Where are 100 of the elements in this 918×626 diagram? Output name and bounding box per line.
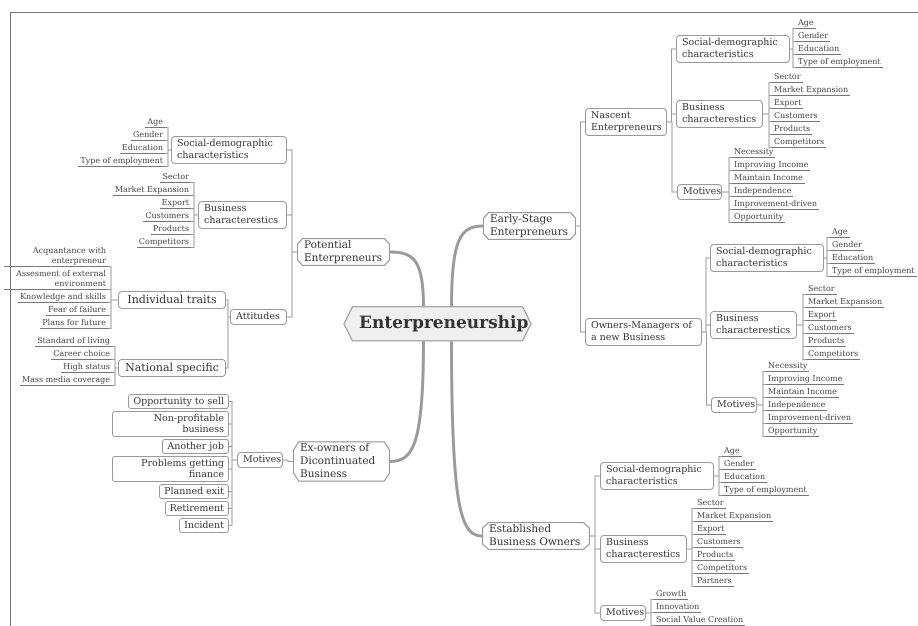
- subtopic-label: Market Expansion: [695, 511, 774, 522]
- subtopic-label: Export: [695, 524, 726, 535]
- subtopic-label: Sector: [772, 72, 803, 83]
- main-topic-box: Ex-owners of Dicontinuated Business: [293, 441, 390, 482]
- branch-curve: [390, 341, 425, 463]
- subtopic-label: Type of employment: [78, 156, 165, 167]
- subtopic-label: Export: [772, 98, 804, 109]
- subtopic-box: Problems getting finance: [112, 456, 229, 482]
- subtopic-label: High status: [61, 362, 112, 373]
- connector-line: [282, 460, 294, 462]
- topic-box: Social-demographic characteristics: [710, 244, 824, 272]
- subtopic-box: Planned exit: [159, 484, 229, 499]
- main-topic-box: Established Business Owners: [482, 522, 590, 550]
- connector-line: [576, 226, 586, 332]
- subtopic-label: Mass media coverage: [20, 375, 112, 386]
- subtopic-label: Market Expansion: [772, 85, 850, 96]
- subtopic-label: Products: [806, 336, 846, 347]
- subtopic-label: Maintain Income: [732, 173, 805, 184]
- connector-line: [824, 258, 830, 277]
- main-topic-box: Early-Stage Enterpreneurs: [483, 212, 576, 240]
- subtopic-label: Improving Income: [766, 374, 844, 385]
- connector-line: [590, 536, 600, 614]
- subtopic-label: Type of employment: [722, 485, 809, 496]
- topic-box: Business characterestics: [676, 100, 763, 128]
- subtopic-label: Competitors: [136, 237, 191, 248]
- subtopic-label: Partners: [695, 576, 734, 587]
- connector-line: [164, 140, 172, 150]
- connector-line: [226, 316, 230, 368]
- subtopic-label: Independence: [732, 186, 794, 197]
- topic-box: Motives: [677, 184, 722, 200]
- connector-line: [722, 192, 732, 223]
- topic-box: Attitudes: [230, 309, 287, 325]
- subtopic-label: Necessity: [732, 147, 776, 158]
- subtopic-label: Plans for future: [40, 318, 108, 329]
- subtopic-label: Gender: [131, 130, 165, 141]
- subtopic-box: Retirement: [164, 501, 229, 516]
- connector-line: [824, 250, 830, 258]
- subtopic-label: Customers: [695, 537, 743, 548]
- topic-box: Social-demographic characteristics: [600, 462, 714, 490]
- subtopic-label: Products: [150, 224, 191, 235]
- subtopic-label: Market Expansion: [806, 297, 884, 308]
- subtopic-label: Education: [796, 44, 842, 55]
- central-topic-box: Enterpreneurship: [343, 306, 532, 342]
- topic-box: Motives: [237, 452, 283, 468]
- connector-line: [756, 404, 766, 437]
- subtopic-box: Incident: [179, 518, 229, 533]
- connector-line: [714, 476, 722, 496]
- connector-line: [790, 41, 796, 50]
- subtopic-box: Opportunity to sell: [128, 394, 229, 409]
- subtopic-label: Career choice: [51, 349, 112, 360]
- topic-box: Individual traits: [118, 291, 226, 309]
- subtopic-label: Customers: [143, 211, 191, 222]
- connector-line: [112, 359, 118, 368]
- subtopic-label: Sector: [160, 172, 191, 183]
- topic-box: National specific: [118, 359, 226, 377]
- subtopic-label: Education: [120, 143, 165, 154]
- topic-box: Owners-Managers of a new Business: [585, 318, 702, 346]
- subtopic-label: Age: [830, 227, 850, 238]
- subtopic-label: Export: [806, 310, 838, 321]
- subtopic-label: Education: [830, 253, 876, 264]
- subtopic-label: Gender: [796, 31, 830, 42]
- subtopic-label: Necessity: [766, 361, 810, 372]
- connector-line: [112, 368, 118, 386]
- subtopic-label: Age: [145, 117, 165, 128]
- branch-curve: [450, 224, 484, 306]
- subtopic-label: Improvement-driven: [766, 413, 854, 424]
- connector-line: [226, 300, 230, 318]
- subtopic-label: Products: [772, 124, 812, 135]
- topic-box: Social-demographic characteristics: [171, 136, 287, 164]
- subtopic-label: Knowledge and skills: [18, 292, 108, 303]
- topic-box: Motives: [600, 605, 646, 621]
- subtopic-label: Assesment of external environment: [4, 269, 108, 290]
- subtopic-label: Independence: [766, 400, 828, 411]
- subtopic-label: Maintain Income: [766, 387, 839, 398]
- connector-line: [228, 460, 238, 526]
- topic-box: Business characterestics: [710, 311, 797, 339]
- subtopic-label: Opportunity: [766, 426, 820, 437]
- connector-line: [286, 252, 298, 318]
- subtopic-label: Sector: [695, 498, 726, 509]
- subtopic-box: Another job: [162, 439, 229, 454]
- branch-curve: [390, 250, 425, 306]
- subtopic-label: Age: [796, 18, 816, 29]
- main-topic-box: Potential Enterpreneurs: [297, 238, 390, 266]
- topic-box: Business characterestics: [600, 535, 687, 563]
- branch-curve: [450, 342, 482, 538]
- subtopic-label: Innovation: [654, 602, 702, 613]
- subtopic-label: Market Expansion: [112, 185, 191, 196]
- topic-box: Nascent Enterpreneurs: [585, 108, 667, 136]
- subtopic-label: Standard of living: [35, 336, 112, 347]
- subtopic-box: Non-profitable business: [112, 411, 229, 437]
- connector-line: [762, 114, 772, 148]
- connector-line: [796, 324, 806, 360]
- subtopic-label: Gender: [830, 240, 864, 251]
- subtopic-label: Products: [695, 550, 736, 561]
- subtopic-label: Growth: [654, 589, 688, 600]
- subtopic-label: Type of employment: [796, 57, 883, 68]
- connector-line: [666, 122, 678, 192]
- subtopic-label: Improving Income: [732, 160, 810, 171]
- subtopic-label: Customers: [772, 111, 820, 122]
- subtopic-label: Fear of failure: [46, 305, 108, 316]
